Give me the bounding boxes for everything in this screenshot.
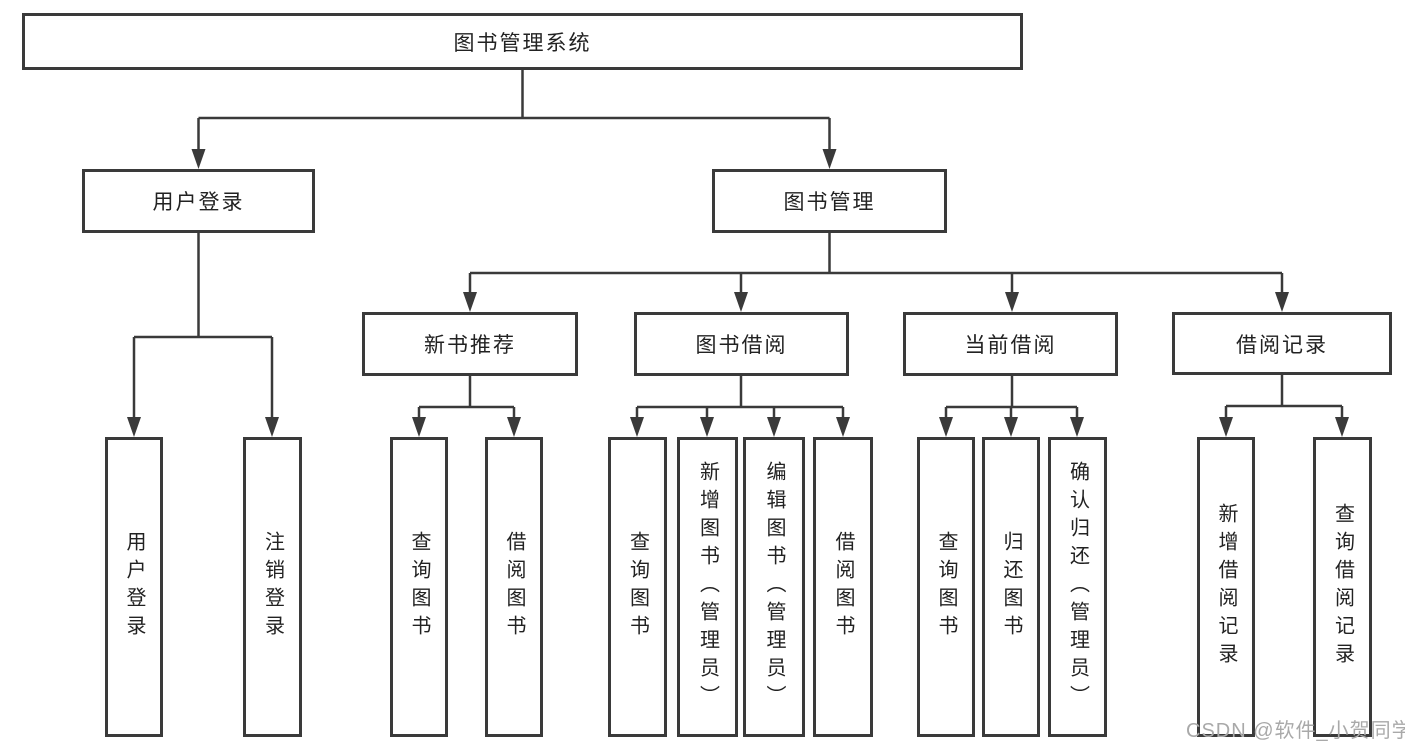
leaf-borrowing-edit-book-admin: 编辑图书（管理员） xyxy=(743,437,805,737)
leaf-current-confirm-return-admin: 确认归还（管理员） xyxy=(1048,437,1107,737)
leaf-records-add-record: 新增借阅记录 xyxy=(1197,437,1255,737)
leaf-borrowing-add-book-admin: 新增图书（管理员） xyxy=(677,437,738,737)
leaf-borrowing-borrow-books: 借阅图书 xyxy=(813,437,873,737)
node-root-library-system: 图书管理系统 xyxy=(22,13,1023,70)
node-current-borrowing: 当前借阅 xyxy=(903,312,1118,376)
node-book-borrowing: 图书借阅 xyxy=(634,312,849,376)
leaf-user-login: 用户登录 xyxy=(105,437,163,737)
leaf-recommend-query-books: 查询图书 xyxy=(390,437,448,737)
node-new-book-recommend: 新书推荐 xyxy=(362,312,578,376)
leaf-records-query-record: 查询借阅记录 xyxy=(1313,437,1372,737)
csdn-watermark: CSDN @软件_小贺同学 xyxy=(1186,720,1405,742)
leaf-recommend-borrow-books: 借阅图书 xyxy=(485,437,543,737)
node-book-management: 图书管理 xyxy=(712,169,947,233)
leaf-current-query-books: 查询图书 xyxy=(917,437,975,737)
leaf-logout: 注销登录 xyxy=(243,437,302,737)
node-borrowing-records: 借阅记录 xyxy=(1172,312,1392,375)
node-user-login: 用户登录 xyxy=(82,169,315,233)
leaf-borrowing-query-books: 查询图书 xyxy=(608,437,667,737)
leaf-current-return-books: 归还图书 xyxy=(982,437,1040,737)
